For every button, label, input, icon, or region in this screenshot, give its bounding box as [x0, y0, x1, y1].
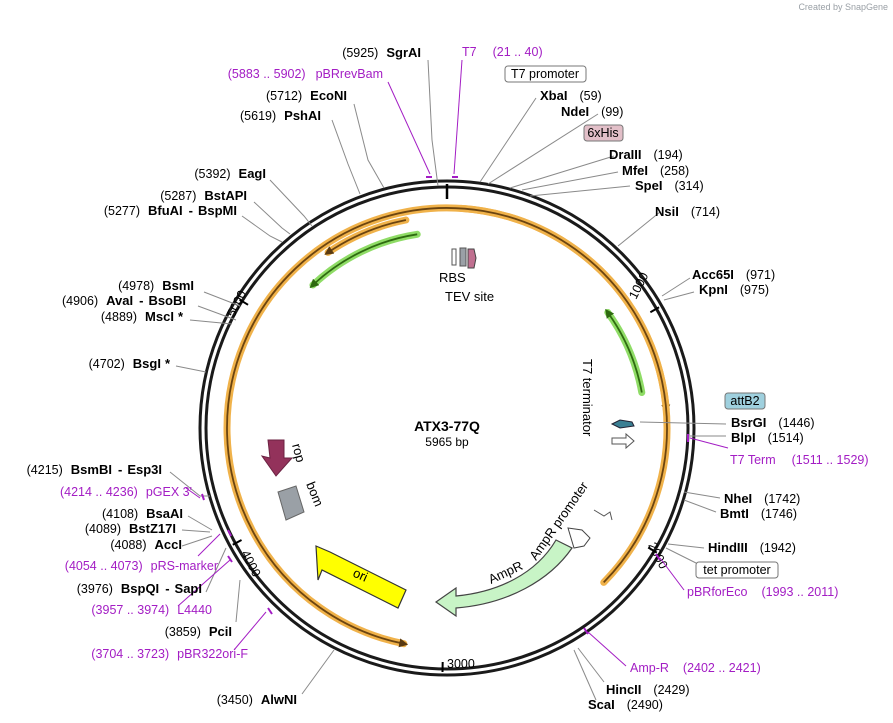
left-enzyme-labels: (5925)SgrAI (5712)EcoNI (5619)PshAI (539… — [27, 45, 421, 707]
tet-promoter-box — [695, 561, 779, 579]
tev-site-mark — [467, 248, 477, 269]
feature-arcs — [223, 204, 671, 648]
enzyme-blpi: BlpI(1514) — [731, 430, 804, 445]
enzyme-bsaai: (4108)BsaAI — [102, 506, 183, 521]
rbs-mark — [451, 248, 457, 266]
enzyme-nhei: NheI(1742) — [724, 491, 800, 506]
enzyme-bsmbi: (4215)BsmBI-Esp3I — [27, 462, 162, 477]
enzyme-pcii: (3859)PciI — [165, 624, 232, 639]
primer-marks — [201, 176, 689, 635]
backbone-outer — [198, 179, 696, 677]
enzyme-bstz17i: (4089)BstZ17I — [85, 521, 176, 536]
plasmid-name: ATX3-77Q — [414, 418, 480, 434]
primer-l4440: (3957 .. 3974)L4440 — [91, 603, 212, 617]
enzyme-msci: (4889)MscI* — [101, 309, 184, 324]
ampr-promoter-arrow — [567, 527, 591, 549]
enzyme-xbai: XbaI(59) — [540, 88, 602, 103]
snapgene-credit: Created by SnapGene — [798, 2, 888, 12]
enzyme-mfei: MfeI(258) — [622, 163, 689, 178]
enzyme-eagi: (5392)EagI — [194, 166, 266, 181]
primer-pbrrevbam: (5883 .. 5902)pBRrevBam — [228, 67, 383, 81]
primer-amp-r: Amp-R(2402 .. 2421) — [630, 661, 761, 675]
orf-arc-bottom — [226, 207, 668, 648]
enzyme-draiii: DraIII(194) — [609, 147, 683, 162]
enzyme-bsmi: (4978)BsmI — [118, 278, 194, 293]
orf-arc-right-inner — [605, 308, 643, 393]
feature-label-bom: bom — [303, 480, 326, 509]
feature-label-tev-site: TEV site — [445, 289, 494, 304]
6xhis-label: 6xHis — [587, 126, 618, 140]
scale-tick — [647, 546, 658, 554]
enzyme-nsii: NsiI(714) — [655, 204, 720, 219]
enzyme-bspqi: (3976)BspQI-SapI — [77, 581, 202, 596]
enzyme-hincii: HincII(2429) — [606, 682, 690, 697]
t7-promoter-label: T7 promoter — [511, 67, 579, 81]
attb2-box — [724, 392, 766, 410]
feature-label-ori: ori — [351, 565, 370, 585]
enzyme-bfuai: (5277)BfuAI-BspMI — [104, 203, 237, 218]
scale-tick-label: 3000 — [447, 657, 475, 671]
rop-arrow — [260, 439, 294, 477]
feature-label-rbs: RBS — [439, 270, 466, 285]
bom-block — [277, 485, 305, 521]
scale-tick — [239, 298, 249, 306]
primer-pgex3: (4214 .. 4236)pGEX 3' — [60, 485, 192, 499]
feature-label-rop: rop — [289, 442, 308, 464]
scale-tick — [232, 539, 243, 546]
enzyme-bsrgi: BsrGI(1446) — [731, 415, 815, 430]
orf-arc-topleft — [324, 219, 407, 255]
enzyme-bmti: BmtI(1746) — [720, 506, 797, 521]
his-tag-mark — [459, 247, 467, 267]
attb2-label: attB2 — [730, 394, 759, 408]
enzyme-acc65i: Acc65I(971) — [692, 267, 775, 282]
enzyme-hindiii: HindIII(1942) — [708, 540, 796, 555]
boxed-feature-labels: T7 promoter 6xHis attB2 tet promoter — [504, 65, 779, 579]
tet-promoter-label: tet promoter — [703, 563, 770, 577]
rbs-tev-block — [451, 247, 477, 269]
feature-label-t7-terminator: T7 terminator — [580, 359, 595, 437]
attb2-mark — [610, 419, 635, 429]
enzyme-sgrai: (5925)SgrAI — [342, 45, 421, 60]
enzyme-scai: ScaI(2490) — [588, 697, 663, 712]
primer-labels: T7(21 .. 40) (5883 .. 5902)pBRrevBam T7 … — [60, 45, 869, 675]
primer-prs-marker: (4054 .. 4073)pRS-marker — [65, 559, 218, 573]
t7-promoter-box — [504, 65, 587, 83]
orf-arc-right-inner-glow — [604, 309, 646, 396]
t7-term-arrow — [611, 432, 635, 450]
enzyme-bstapi: (5287)BstAPI — [160, 188, 247, 203]
right-enzyme-labels: XbaI(59) NdeI(99) DraIII(194) MfeI(258) … — [540, 88, 815, 712]
primer-pbr322ori-f: (3704 .. 3723)pBR322ori-F — [91, 647, 248, 661]
enzyme-econi: (5712)EcoNI — [266, 88, 347, 103]
enzyme-acci: (4088)AccI — [110, 537, 182, 552]
enzyme-kpni: KpnI(975) — [699, 282, 769, 297]
enzyme-alwni: (3450)AlwNI — [217, 692, 297, 707]
primer-leaders — [177, 59, 729, 667]
orf-arc-topleft-inner — [309, 233, 418, 289]
6xhis-box — [583, 124, 624, 142]
enzyme-bsgi: (4702)BsgI* — [89, 356, 171, 371]
ampr-arrow — [434, 539, 573, 618]
scale-tick — [649, 306, 660, 314]
ori-arrow — [315, 545, 407, 609]
plasmid-size: 5965 bp — [425, 435, 469, 449]
enzyme-ndei: NdeI(99) — [561, 104, 623, 119]
primer-t7-term: T7 Term(1511 .. 1529) — [730, 453, 869, 467]
enzyme-leaders — [169, 59, 727, 701]
primer-t7: T7(21 .. 40) — [462, 45, 543, 59]
enzyme-avai: (4906)AvaI-BsoBI — [62, 293, 186, 308]
promoter-hatch — [593, 509, 613, 521]
enzyme-pshai: (5619)PshAI — [240, 108, 321, 123]
enzyme-spei: SpeI(314) — [635, 178, 704, 193]
primer-pbrforeco: pBRforEco(1993 .. 2011) — [687, 585, 838, 599]
